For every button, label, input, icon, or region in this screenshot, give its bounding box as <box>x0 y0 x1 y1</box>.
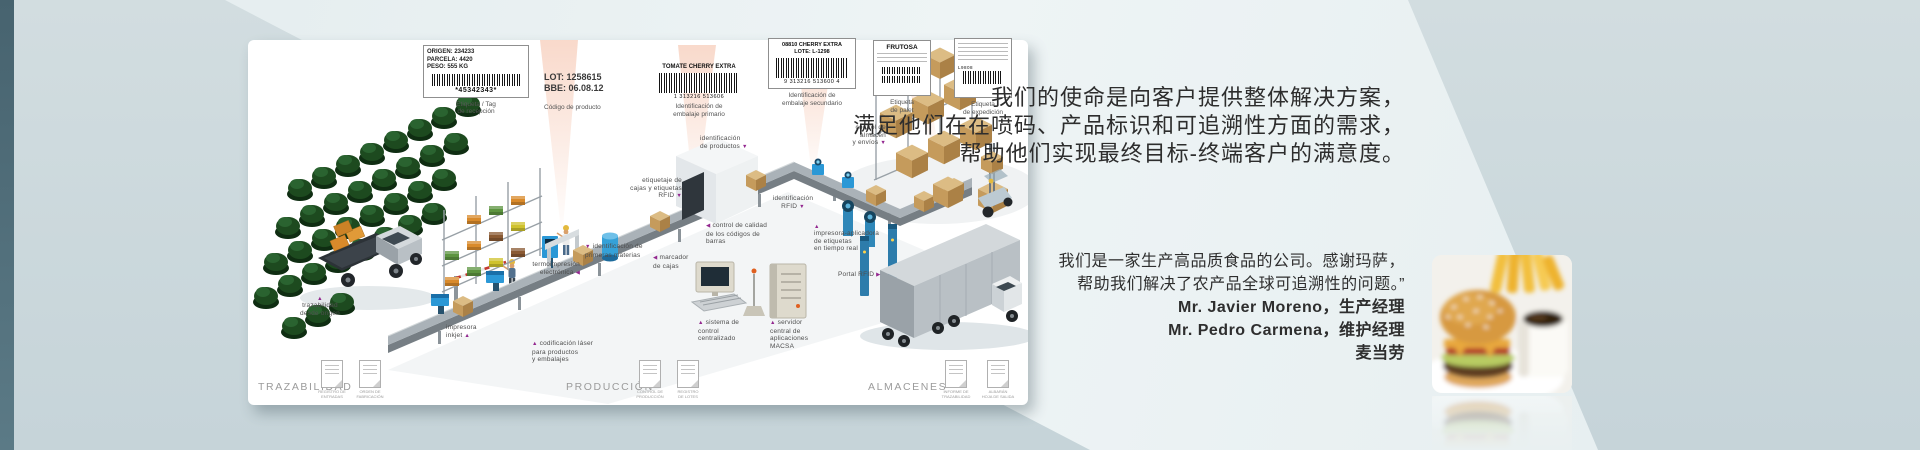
barcode-palet-2 <box>882 76 922 83</box>
expedicion-code: L9808 <box>958 65 974 70</box>
process-label-trazabilidad-origen: ▲trazabilidad desde origen <box>300 296 340 317</box>
raw-material-racks <box>441 168 543 298</box>
barcode-primario-number: 1 313216 513606 <box>673 94 725 100</box>
doc-control-produccion: CONTROL DE PRODUCCIÓN <box>632 360 668 399</box>
quality-tunnel <box>676 138 758 224</box>
caption-secundario: Identificación de embalaje secundario <box>782 92 842 107</box>
thermal-printer-gate <box>545 229 579 268</box>
fries <box>1490 255 1565 294</box>
doc-orden-fabricacion: ORDEN DE FABRICACIÓN <box>352 360 388 399</box>
process-label-marcador-cajas: ◀ marcador de cajas <box>653 254 689 270</box>
doc-albaran-salida: ALBARÁN HOJA DE SALIDA <box>980 360 1016 399</box>
document-icon <box>945 360 967 388</box>
rfid-antenna <box>743 268 765 316</box>
doc-informe-trazabilidad: INFORME DE TRAZABILIDAD <box>938 360 974 399</box>
testimonial-signature-1: Mr. Javier Moreno，生产经理 <box>1177 299 1405 316</box>
testimonial-line-2: 帮助我们解决了农产品全球可追溯性的问题。” <box>1077 276 1405 293</box>
document-icon <box>321 360 343 388</box>
barcode-recepcion-number: *45342343* <box>455 86 497 94</box>
process-label-identificacion-productos: identificación de productos ▼ <box>700 135 748 150</box>
barcode-recepcion <box>432 73 520 86</box>
barcode-secundario <box>776 58 848 78</box>
process-label-sistema-control: ▲ sistema de control centralizado <box>698 319 740 342</box>
palet-brand: FRUTOSA <box>886 44 918 51</box>
process-label-impresora-inkjet: impresora inkjet ▲ <box>446 324 477 339</box>
section-almacenes: ALMACENES <box>868 381 948 393</box>
secundario-title: 08810 CHERRY EXTRA LOTE: L-1298 <box>782 42 842 55</box>
process-label-primeras-materias: ▼ identificación de primeras materias <box>585 243 643 259</box>
caption-expedicion: Etiqueta de expedición <box>962 101 1004 116</box>
codigo-producto-text: LOT: 1258615 BBE: 06.08.12 <box>544 72 604 93</box>
left-accent-bar <box>0 0 14 450</box>
doc-registro-lotes: REGISTRO DE LOTES <box>670 360 706 399</box>
document-icon <box>987 360 1009 388</box>
computer-workstation <box>690 261 748 312</box>
barcode-palet-1 <box>882 67 922 74</box>
caption-palet: Etiqueta de palet <box>890 99 914 114</box>
process-label-portal-rfid: Portal RFID ▶ <box>838 271 881 278</box>
primario-title: TOMATE CHERRY EXTRA <box>662 64 736 70</box>
process-label-impresora-aplicadora: ▲impresora-aplicadora de etiquetas en ti… <box>814 224 880 252</box>
document-icon <box>677 360 699 388</box>
process-label-control-calidad: ◀ control de calidad de los códigos de b… <box>706 222 768 245</box>
marker-drum <box>602 232 618 262</box>
testimonial-company: 麦当劳 <box>1355 345 1405 362</box>
caption-recepcion: Etiqueta / Tag de recepción <box>456 100 496 116</box>
food-photo <box>1432 255 1572 393</box>
reflection-fade <box>1432 396 1572 450</box>
caption-primario: Identificación de embalaje primario <box>673 103 725 118</box>
tag-recepcion-fields: ORIGEN: 234233 PARCELA: 4420 PESO: 555 K… <box>427 49 475 70</box>
label-etiqueta-expedicion: L9808 Etiqueta de expedición <box>954 38 1012 116</box>
process-label-servidor-central: ▲ servidor central de aplicaciones MACSA <box>770 319 809 350</box>
barcode-expedicion <box>963 71 1003 84</box>
coffee-cup <box>1518 308 1568 377</box>
process-label-control-almacen: control de almacén y envíos ▼ <box>852 124 886 146</box>
barcode-primario <box>659 73 739 93</box>
forklift <box>978 143 1013 218</box>
caption-codigo-producto: Código de producto <box>544 104 601 111</box>
label-embalaje-secundario: 08810 CHERRY EXTRA LOTE: L-1298 9 313216… <box>768 38 856 107</box>
process-label-termoimpresion: termoimpresión electrónica ◀ <box>532 261 580 276</box>
testimonial-signature-2: Mr. Pedro Carmena，维护经理 <box>1168 322 1405 339</box>
label-codigo-producto: LOT: 1258615 BBE: 06.08.12 Código de pro… <box>544 72 634 112</box>
mission-text: 我们的使命是向客户提供整体解决方案， 满足他们在在喷码、产品标识和可追溯性方面的… <box>853 84 1405 168</box>
pickup-truck <box>318 219 422 287</box>
palet-text-lines <box>877 53 927 65</box>
testimonial-text: 我们是一家生产高品质食品的公司。感谢玛萨， 帮助我们解决了农产品全球可追溯性的问… <box>1058 250 1405 365</box>
traceability-panel: ORIGEN: 234233 PARCELA: 4420 PESO: 555 K… <box>248 38 1028 405</box>
process-label-etiquetaje-rfid: etiquetaje de cajas y etiquetas RFID ▼ <box>630 177 682 199</box>
label-embalaje-primario: TOMATE CHERRY EXTRA 1 313216 513606 Iden… <box>653 64 745 118</box>
process-label-codificacion-laser: ▲ codificación láser para productos y em… <box>532 340 594 363</box>
delivery-truck <box>880 224 1022 347</box>
section-produccion: PRODUCCIÓN <box>566 381 654 393</box>
label-etiqueta-palet: FRUTOSA Etiqueta de palet <box>873 40 931 114</box>
document-icon <box>359 360 381 388</box>
mission-line-3: 帮助他们实现最终目标-终端客户的满意度。 <box>959 141 1405 166</box>
label-tag-recepcion: ORIGEN: 234233 PARCELA: 4420 PESO: 555 K… <box>423 45 529 116</box>
document-icon <box>639 360 661 388</box>
burger <box>1440 290 1516 388</box>
testimonial-line-1: 我们是一家生产高品质食品的公司。感谢玛萨， <box>1058 253 1405 270</box>
barcode-secundario-number: 9 313216 513600 4 <box>784 79 840 85</box>
mission-line-2: 满足他们在在喷码、产品标识和可追溯性方面的需求， <box>852 113 1405 138</box>
expedicion-text-lines <box>958 43 1008 63</box>
server-cabinet <box>769 263 807 319</box>
process-label-identificacion-rfid: identificación RFID ▼ <box>772 195 814 210</box>
mission-line-1: 我们的使命是向客户提供整体解决方案， <box>990 85 1405 110</box>
doc-registro-entradas: REGISTRO DE ENTRADAS <box>314 360 350 399</box>
